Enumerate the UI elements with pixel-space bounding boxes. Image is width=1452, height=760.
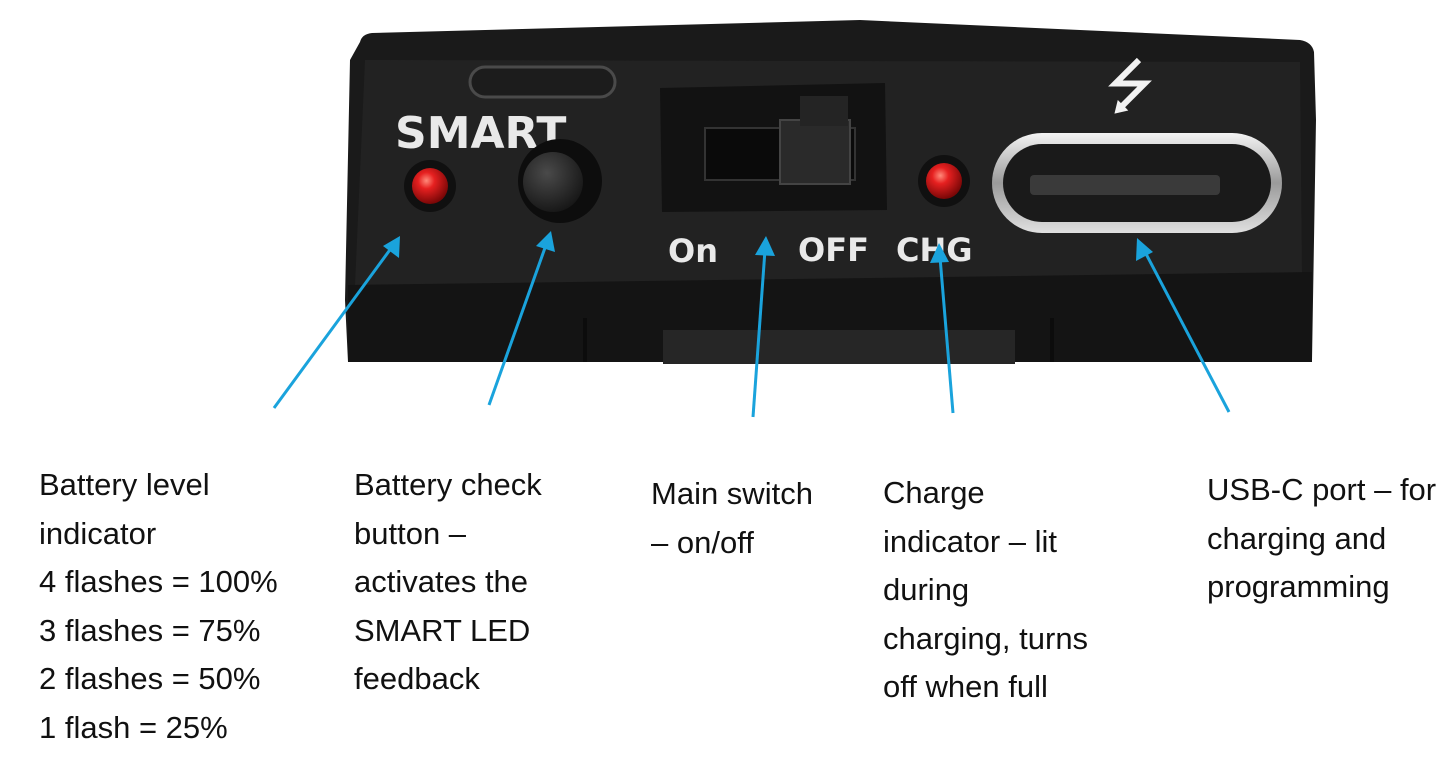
main-switch[interactable] [660, 83, 887, 212]
caption-line: programming [1207, 563, 1436, 612]
charge-indicator-caption: Charge indicator – lit during charging, … [883, 469, 1088, 712]
caption-line: USB-C port – for [1207, 466, 1436, 515]
on-label: On [668, 232, 718, 270]
caption-line: indicator [39, 510, 278, 559]
caption-line: indicator – lit [883, 518, 1088, 567]
battery-check-button[interactable] [518, 139, 602, 223]
main-switch-caption: Main switch – on/off [651, 470, 813, 567]
battery-level-led [404, 160, 456, 212]
battery-check-caption: Battery check button – activates the SMA… [354, 461, 542, 704]
off-label: OFF [798, 231, 869, 269]
caption-line: charging, turns [883, 615, 1088, 664]
caption-line: off when full [883, 663, 1088, 712]
caption-line: 1 flash = 25% [39, 704, 278, 753]
caption-line: 3 flashes = 75% [39, 607, 278, 656]
caption-line: SMART LED [354, 607, 542, 656]
caption-line: during [883, 566, 1088, 615]
caption-line: Charge [883, 469, 1088, 518]
usb-port-caption: USB-C port – for charging and programmin… [1207, 466, 1436, 612]
usb-icon: ⭍ [1055, 52, 1205, 122]
caption-line: – on/off [651, 519, 813, 568]
usb-c-port[interactable] [992, 133, 1282, 233]
caption-line: charging and [1207, 515, 1436, 564]
caption-line: 4 flashes = 100% [39, 558, 278, 607]
charge-led [918, 155, 970, 207]
caption-line: button – [354, 510, 542, 559]
caption-line: 2 flashes = 50% [39, 655, 278, 704]
caption-line: Battery check [354, 461, 542, 510]
caption-line: Battery level [39, 461, 278, 510]
caption-line: activates the [354, 558, 542, 607]
caption-line: feedback [354, 655, 542, 704]
battery-level-caption: Battery level indicator 4 flashes = 100%… [39, 461, 278, 752]
chg-label: CHG [896, 231, 973, 269]
light-slot [470, 67, 615, 97]
caption-line: Main switch [651, 470, 813, 519]
